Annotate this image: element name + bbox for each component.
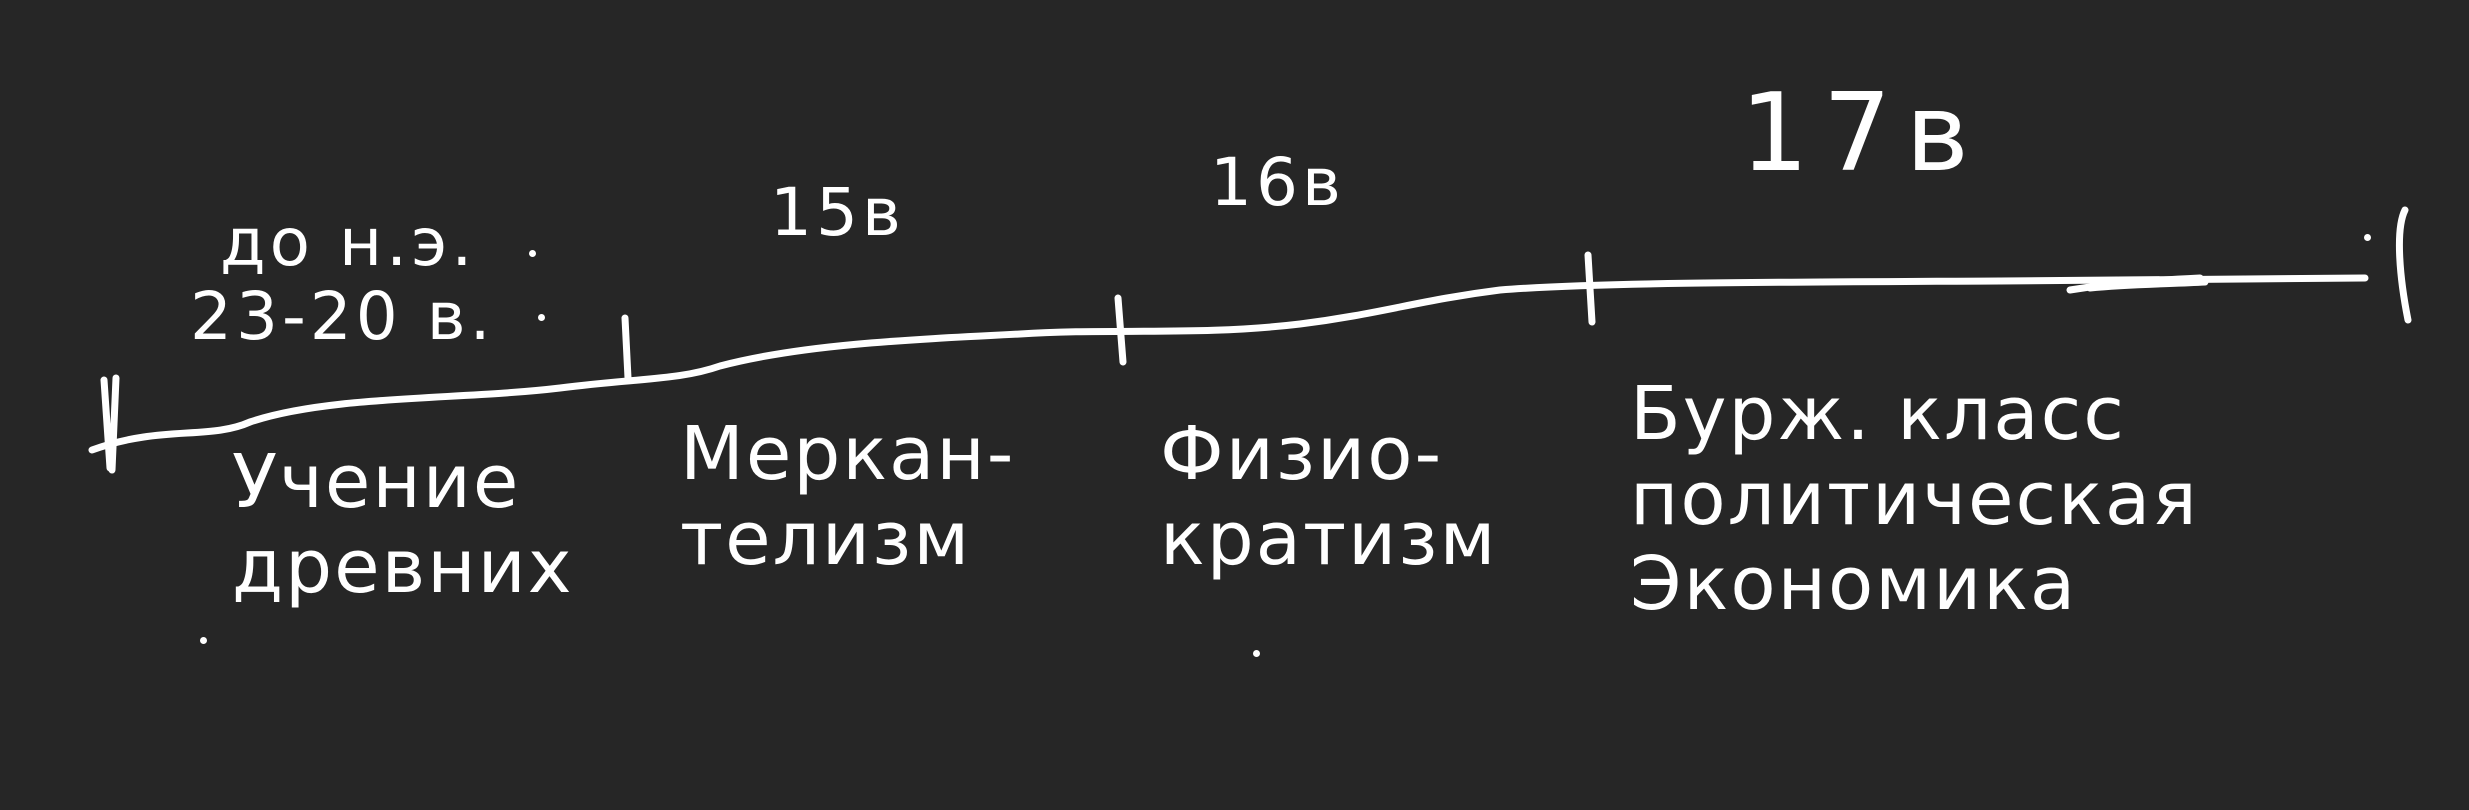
tick-17c — [1584, 251, 1596, 326]
stray-dot — [2364, 234, 2371, 241]
tick-15c — [621, 314, 632, 382]
timeline-start-mark — [100, 374, 120, 474]
period-ancient-line2: 23-20 в. — [190, 278, 495, 355]
school-mercantilism: Меркан- телизм — [680, 411, 1016, 583]
school-mercantilism-line1: Меркан- — [680, 411, 1016, 497]
school-ancient-line2: древних — [232, 524, 574, 611]
stray-dot — [538, 314, 545, 321]
tick-16c — [1114, 294, 1127, 366]
period-ancient-line1: до н.э. — [220, 204, 477, 281]
school-physiocratism-line2: кратизм — [1160, 496, 1498, 583]
timeline-end-mark — [2395, 206, 2412, 324]
stray-dot — [1253, 650, 1260, 657]
period-ancient: до н.э. 23-20 в. — [190, 210, 495, 350]
timeline-axis — [88, 274, 2369, 454]
school-ancient: Учение древних — [232, 439, 574, 611]
school-classical-line2: политическая — [1630, 456, 2199, 543]
period-15c: 15в — [770, 174, 905, 251]
school-physiocratism-line1: Физио- — [1160, 411, 1444, 497]
period-17c: 17в — [1740, 71, 1984, 196]
school-physiocratism: Физио- кратизм — [1160, 411, 1498, 583]
timeline-scribble — [2066, 274, 2209, 294]
period-16c: 16в — [1210, 144, 1345, 221]
school-mercantilism-line2: телизм — [680, 496, 972, 583]
school-classical-line1: Бурж. класс — [1630, 371, 2126, 457]
school-classical: Бурж. класс политическая Экономика — [1630, 371, 2199, 628]
stray-dot — [529, 250, 536, 257]
school-ancient-line1: Учение — [232, 439, 521, 525]
school-classical-line3: Экономика — [1630, 541, 2078, 628]
stray-dot — [200, 637, 207, 644]
